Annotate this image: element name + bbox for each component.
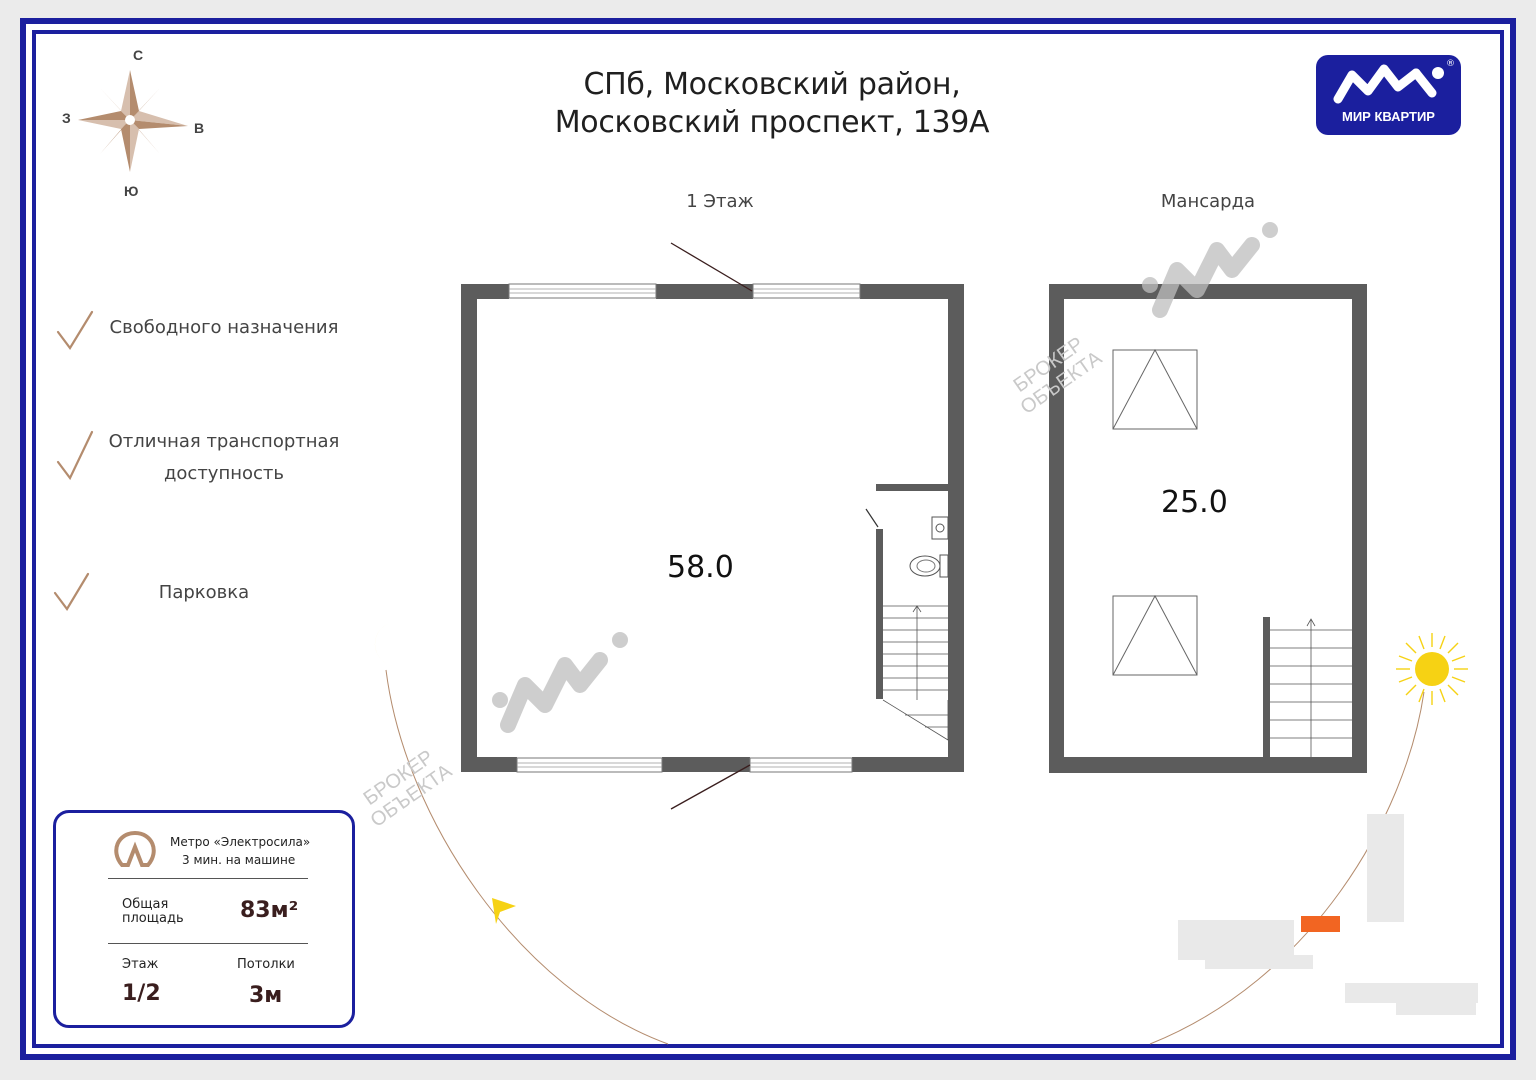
card-divider-1 — [108, 878, 308, 879]
feature-parking: Парковка — [158, 582, 250, 603]
feature-purpose: Свободного назначения — [109, 317, 339, 338]
check-icon — [53, 310, 94, 611]
total-area-label-line-1: Общая — [122, 897, 169, 912]
compass-east-label: В — [194, 120, 205, 136]
logo-watermark — [500, 237, 1260, 733]
stairs-attic — [1270, 618, 1352, 757]
total-area-value: 83м² — [240, 898, 299, 923]
moon-icon — [374, 622, 398, 667]
total-area-label: Общая площадь — [122, 898, 184, 926]
location-map — [1178, 814, 1478, 1015]
logo-registered-mark: ® — [1446, 59, 1455, 69]
attic-area: 25.0 — [1161, 485, 1228, 520]
address-line-1: СПб, Московский район, — [583, 67, 961, 102]
entrance-door — [670, 242, 753, 292]
metro-logo-icon — [114, 831, 156, 867]
address-line-2: Московский проспект, 139А — [554, 105, 990, 140]
metro-name: Метро «Электросила» — [170, 835, 311, 849]
attic-label: Мансарда — [1160, 191, 1256, 212]
metro-time: 3 мин. на машине — [182, 853, 296, 867]
compass-west-label: З — [62, 110, 71, 126]
address-title: СПб, Московский район, Московский проспе… — [480, 66, 1064, 142]
feature-transport-line-2: доступность — [163, 463, 285, 484]
inner-frame — [32, 30, 1504, 1048]
card-divider-2 — [108, 943, 308, 944]
location-marker — [1301, 916, 1340, 932]
logo-mark-icon — [1333, 64, 1444, 104]
arrow-icon — [492, 898, 516, 924]
sun-path-arc — [385, 669, 669, 1045]
exit-door — [670, 764, 751, 810]
total-area-label-line-2: площадь — [122, 911, 184, 926]
floor-value: 1/2 — [122, 981, 161, 1006]
first-floor-label: 1 Этаж — [686, 191, 754, 212]
sun-path-arc-right — [1149, 691, 1425, 1045]
brand-logo: МИР КВАРТИР ® — [1316, 55, 1461, 135]
floor-label: Этаж — [122, 957, 159, 972]
info-card: Метро «Электросила» 3 мин. на машине Общ… — [53, 810, 355, 1028]
sun-icon — [1396, 633, 1468, 705]
sink-icon — [931, 516, 949, 540]
skylight-icon — [1112, 348, 1198, 676]
attic-plan — [1049, 284, 1367, 773]
compass-rose-icon — [78, 70, 188, 172]
ceiling-label: Потолки — [237, 957, 295, 972]
logo-text: МИР КВАРТИР — [1342, 109, 1435, 124]
compass-south-label: Ю — [124, 183, 139, 199]
compass-north-label: С — [133, 47, 144, 63]
feature-transport: Отличная транспортная доступность — [90, 426, 358, 490]
stairs-first-floor — [882, 605, 949, 741]
toilet-icon — [909, 554, 949, 578]
first-floor-plan — [461, 242, 964, 810]
first-floor-area: 58.0 — [667, 550, 734, 585]
feature-transport-line-1: Отличная транспортная — [108, 431, 340, 452]
ceiling-value: 3м — [249, 983, 283, 1008]
